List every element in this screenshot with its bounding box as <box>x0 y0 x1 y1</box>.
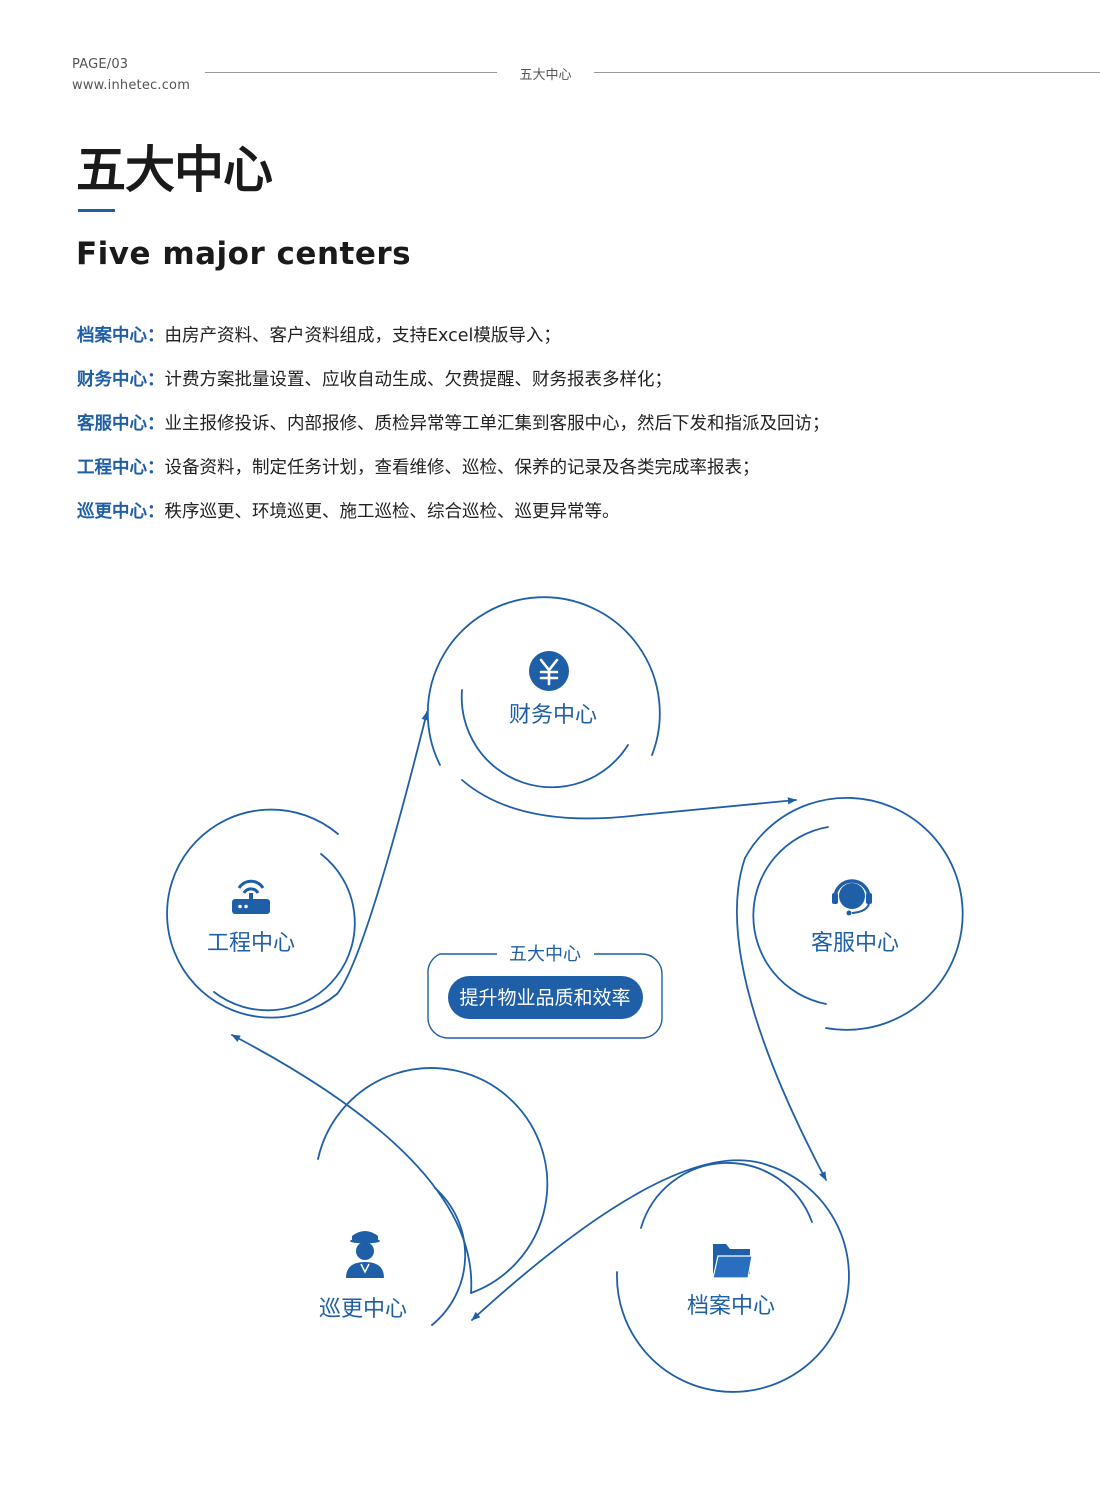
service-node-ring <box>744 796 964 1031</box>
center-description-list: 档案中心：由房产资料、客户资料组成，支持Excel模版导入； 财务中心：计费方案… <box>77 322 830 542</box>
core-badge: 五大中心 提升物业品质和效率 <box>427 944 663 1039</box>
site-url: www.inhetec.com <box>72 78 191 93</box>
header-rule-left <box>205 72 497 73</box>
yen-coin-icon <box>529 651 569 691</box>
page-header-meta: PAGE/03 www.inhetec.com <box>72 54 190 96</box>
page-title: 五大中心 <box>76 141 273 199</box>
engineering-node-ring <box>166 808 356 1019</box>
center-desc: 计费方案批量设置、应收自动生成、欠费提醒、财务报表多样化； <box>164 370 673 390</box>
engineering-node-label: 工程中心 <box>207 931 295 956</box>
arrow-patrol-to-engineering <box>231 1034 473 1294</box>
list-item: 工程中心：设备资料，制定任务计划，查看维修、巡检、保养的记录及各类完成率报表； <box>77 454 830 498</box>
core-title: 五大中心 <box>509 944 581 965</box>
list-item: 档案中心：由房产资料、客户资料组成，支持Excel模版导入； <box>77 322 830 366</box>
center-name: 客服中心： <box>77 414 165 434</box>
center-desc: 业主报修投诉、内部报修、质检异常等工单汇集到客服中心，然后下发和指派及回访； <box>164 414 830 434</box>
center-name: 档案中心： <box>77 326 165 346</box>
patrol-node-label: 巡更中心 <box>319 1297 407 1322</box>
list-item: 客服中心：业主报修投诉、内部报修、质检异常等工单汇集到客服中心，然后下发和指派及… <box>77 410 830 454</box>
arrow-service-to-archive <box>736 857 827 1181</box>
list-item: 财务中心：计费方案批量设置、应收自动生成、欠费提醒、财务报表多样化； <box>77 366 830 410</box>
title-accent-bar <box>78 209 115 212</box>
headset-agent-icon <box>832 879 872 916</box>
center-name: 财务中心： <box>77 370 165 390</box>
archive-node-ring <box>616 1162 850 1393</box>
center-desc: 由房产资料、客户资料组成，支持Excel模版导入； <box>164 326 561 346</box>
page-subtitle: Five major centers <box>76 236 412 272</box>
header-section-title: 五大中心 <box>519 68 572 83</box>
security-guard-icon <box>346 1231 384 1278</box>
center-name: 工程中心： <box>77 458 165 478</box>
wifi-router-icon <box>232 879 270 914</box>
folder-icon <box>712 1244 753 1279</box>
service-node-label: 客服中心 <box>811 931 899 956</box>
center-desc: 秩序巡更、环境巡更、施工巡检、综合巡检、巡更异常等。 <box>164 502 620 522</box>
arrow-engineering-to-finance <box>336 711 429 995</box>
patrol-node-ring <box>317 1067 549 1326</box>
arrow-finance-to-service <box>461 779 797 820</box>
center-name: 巡更中心： <box>77 502 165 522</box>
finance-node-label: 财务中心 <box>509 703 597 728</box>
header-rule-right <box>594 72 1100 73</box>
center-desc: 设备资料，制定任务计划，查看维修、巡检、保养的记录及各类完成率报表； <box>164 458 760 478</box>
arrow-archive-to-patrol <box>471 1159 771 1321</box>
core-slogan: 提升物业品质和效率 <box>459 987 630 1009</box>
archive-node-label: 档案中心 <box>687 1294 775 1319</box>
finance-node-ring <box>426 596 661 789</box>
page-number: PAGE/03 <box>72 57 129 72</box>
list-item: 巡更中心：秩序巡更、环境巡更、施工巡检、综合巡检、巡更异常等。 <box>77 498 830 542</box>
